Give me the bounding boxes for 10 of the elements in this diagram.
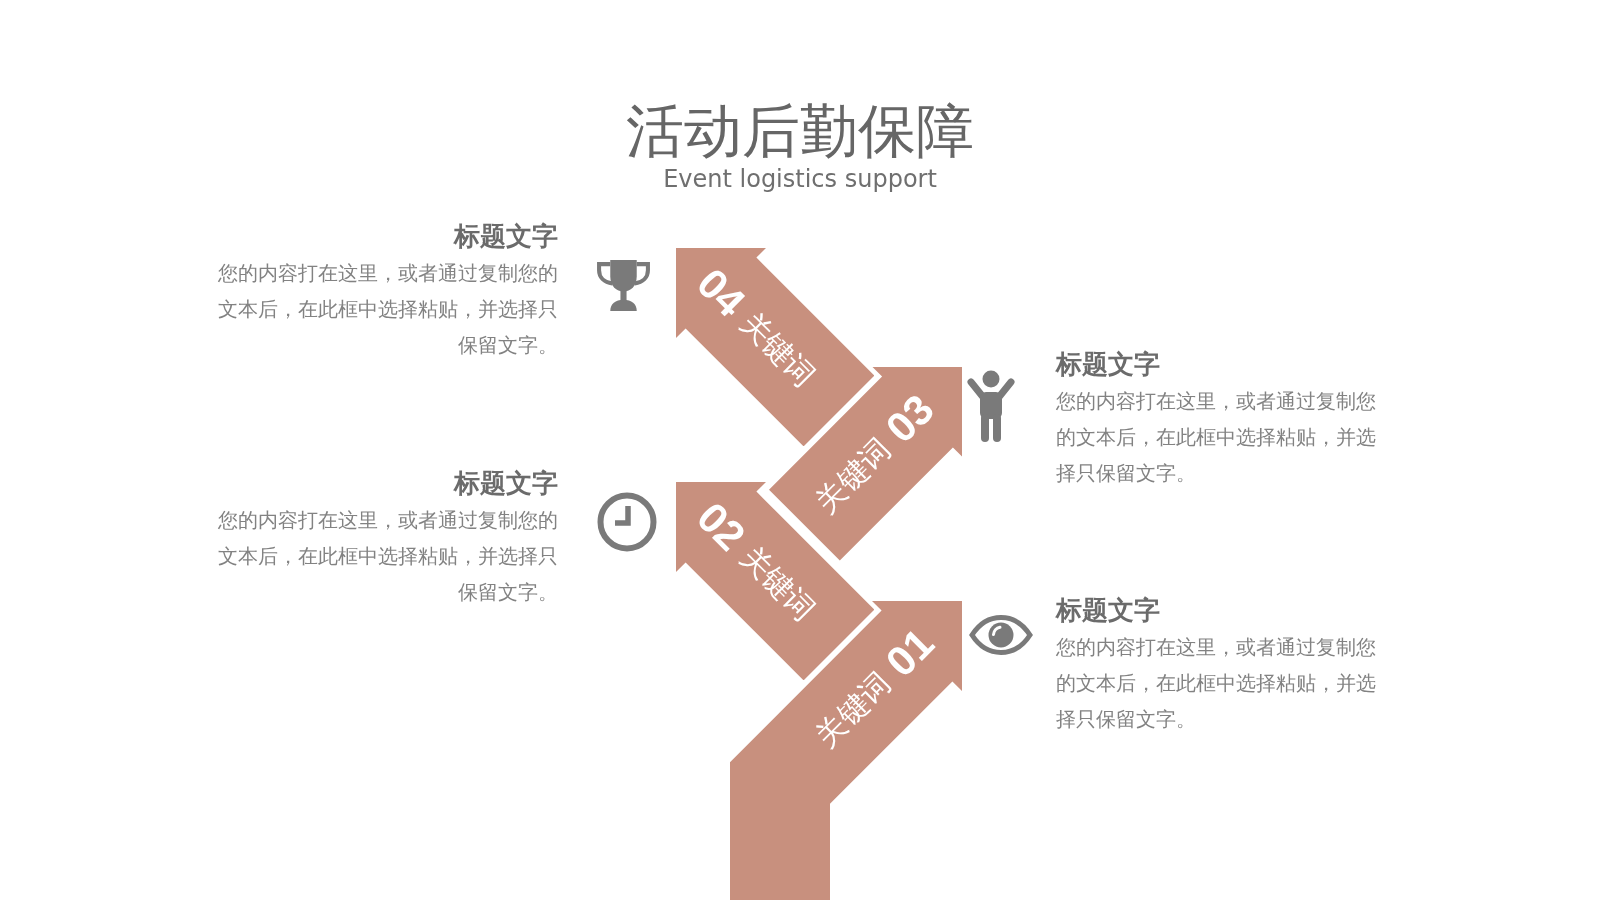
- subtitle-text: Event logistics support: [663, 165, 937, 193]
- section-heading: 标题文字: [1056, 348, 1160, 381]
- page-title: 活动后勤保障: [626, 98, 974, 164]
- section-heading: 标题文字: [1056, 594, 1160, 627]
- section-heading: 标题文字: [454, 220, 558, 253]
- body-text: 您的内容打在这里，或者通过复制您的文本后，在此框中选择粘贴，并选择只保留文字。: [1056, 634, 1377, 733]
- body-text: 您的内容打在这里，或者通过复制您的文本后，在此框中选择粘贴，并选择只保留文字。: [217, 260, 558, 359]
- body-text: 您的内容打在这里，或者通过复制您的文本后，在此框中选择粘贴，并选择只保留文字。: [217, 507, 558, 606]
- body-text: 您的内容打在这里，或者通过复制您的文本后，在此框中选择粘贴，并选择只保留文字。: [1056, 388, 1377, 487]
- section-heading: 标题文字: [454, 467, 558, 500]
